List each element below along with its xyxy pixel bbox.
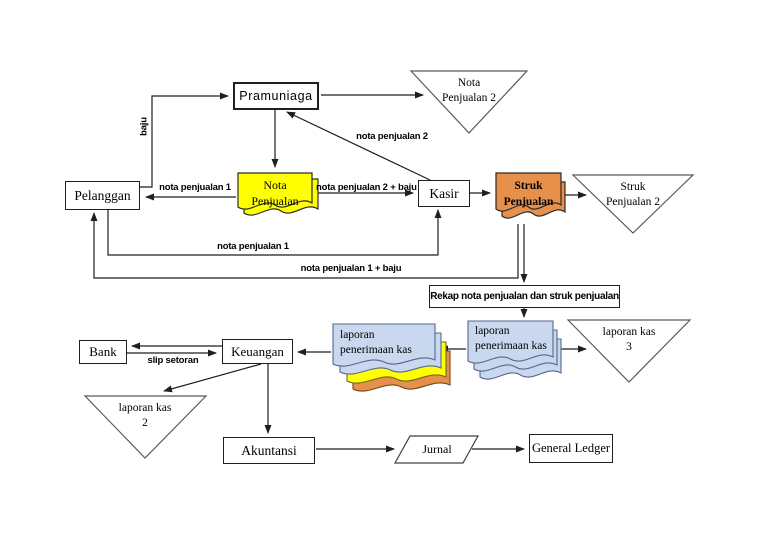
lk3-line2: 3 <box>626 341 632 353</box>
node-rekap: Rekap nota penjualan dan struk penjualan <box>429 285 620 308</box>
node-keuangan: Keuangan <box>222 339 293 364</box>
general-ledger-label: General Ledger <box>531 441 611 455</box>
bank-label: Bank <box>89 344 117 359</box>
doc-laporan-kasir <box>467 320 554 364</box>
nota-penjualan-line1: Nota <box>263 178 287 192</box>
pelanggan-label: Pelanggan <box>74 187 131 203</box>
kasir-label: Kasir <box>429 185 459 201</box>
lk3-line1: laporan kas <box>602 326 656 338</box>
laporan-kasir-line2: penerimaan kas <box>475 340 547 352</box>
node-pelanggan: Pelanggan <box>65 181 140 210</box>
archive-laporan-kas-2-shape <box>83 395 208 459</box>
archive-struk-penjualan-2-label: Struk Penjualan 2 <box>583 180 683 210</box>
archive-laporan-kas-3-label: laporan kas 3 <box>579 325 679 355</box>
edge-pelanggan-nota1-to-kasir <box>107 209 442 256</box>
edge-label-slip-setoran: slip setoran <box>147 355 199 366</box>
pramuniaga-label: Pramuniaga <box>239 89 313 103</box>
node-akuntansi: Akuntansi <box>223 437 315 464</box>
np2-line2: Penjualan 2 <box>442 92 496 104</box>
nota-penjualan-doc-label: Nota Penjualan <box>238 177 312 209</box>
struk-penjualan-line2: Penjualan <box>503 196 554 208</box>
struk-penjualan-line1: Struk <box>514 180 543 192</box>
node-bank: Bank <box>79 340 127 364</box>
lk2-line2: 2 <box>142 417 148 429</box>
np2-line1: Nota <box>457 77 481 89</box>
edge-kasir-to-pramuniaga <box>286 111 431 181</box>
archive-laporan-kas-3-shape <box>566 319 692 383</box>
lk2-line1: laporan kas <box>118 402 172 414</box>
edge-pelanggan-baju-to-pramuniaga <box>140 92 229 188</box>
archive-nota-penjualan-2-label: Nota Penjualan 2 <box>419 76 519 106</box>
keuangan-label: Keuangan <box>231 343 284 359</box>
edge-label-baju: baju <box>138 117 150 136</box>
laporan-keuangan-line1: laporan <box>340 329 375 341</box>
edge-keuangan-to-laporan-kas-2 <box>163 363 262 393</box>
akuntansi-label: Akuntansi <box>241 442 297 458</box>
edge-struk-nota1-baju-to-pelanggan <box>90 212 519 279</box>
struk-penjualan-doc-label: Struk Penjualan <box>496 178 561 210</box>
jurnal-label: Jurnal <box>422 442 452 456</box>
laporan-kasir-line1: laporan <box>475 325 510 337</box>
node-general-ledger: General Ledger <box>529 434 613 463</box>
laporan-kasir-doc-label: laporan penerimaan kas <box>468 324 552 354</box>
archive-nota-penjualan-2-shape <box>409 70 529 134</box>
edge-label-nota-penjualan-1-bottom: nota penjualan 1 <box>217 241 289 252</box>
rekap-label: Rekap nota penjualan dan struk penjualan <box>430 291 619 302</box>
node-kasir: Kasir <box>418 180 470 207</box>
doc-struk-penjualan <box>495 172 562 212</box>
node-jurnal-shape <box>393 435 480 464</box>
doc-laporan-keuangan <box>332 323 436 367</box>
node-pramuniaga: Pramuniaga <box>233 82 319 110</box>
edge-label-nota-penjualan-1-baju: nota penjualan 1 + baju <box>300 263 402 274</box>
laporan-keuangan-doc-label: laporan penerimaan kas <box>333 328 433 358</box>
archive-struk-penjualan-2-shape <box>571 174 695 234</box>
doc-nota-penjualan <box>237 172 313 210</box>
edge-label-nota-penjualan-2: nota penjualan 2 <box>356 131 428 142</box>
nota-penjualan-line2: Penjualan <box>251 194 299 208</box>
edge-label-nota-penjualan-1-top: nota penjualan 1 <box>159 182 231 193</box>
sp2-line2: Penjualan 2 <box>606 196 660 208</box>
edge-label-nota-penjualan-2-baju: nota penjualan 2 + baju <box>316 182 417 193</box>
sp2-line1: Struk <box>620 181 646 193</box>
archive-laporan-kas-2-label: laporan kas 2 <box>95 401 195 431</box>
laporan-keuangan-line2: penerimaan kas <box>340 344 412 356</box>
